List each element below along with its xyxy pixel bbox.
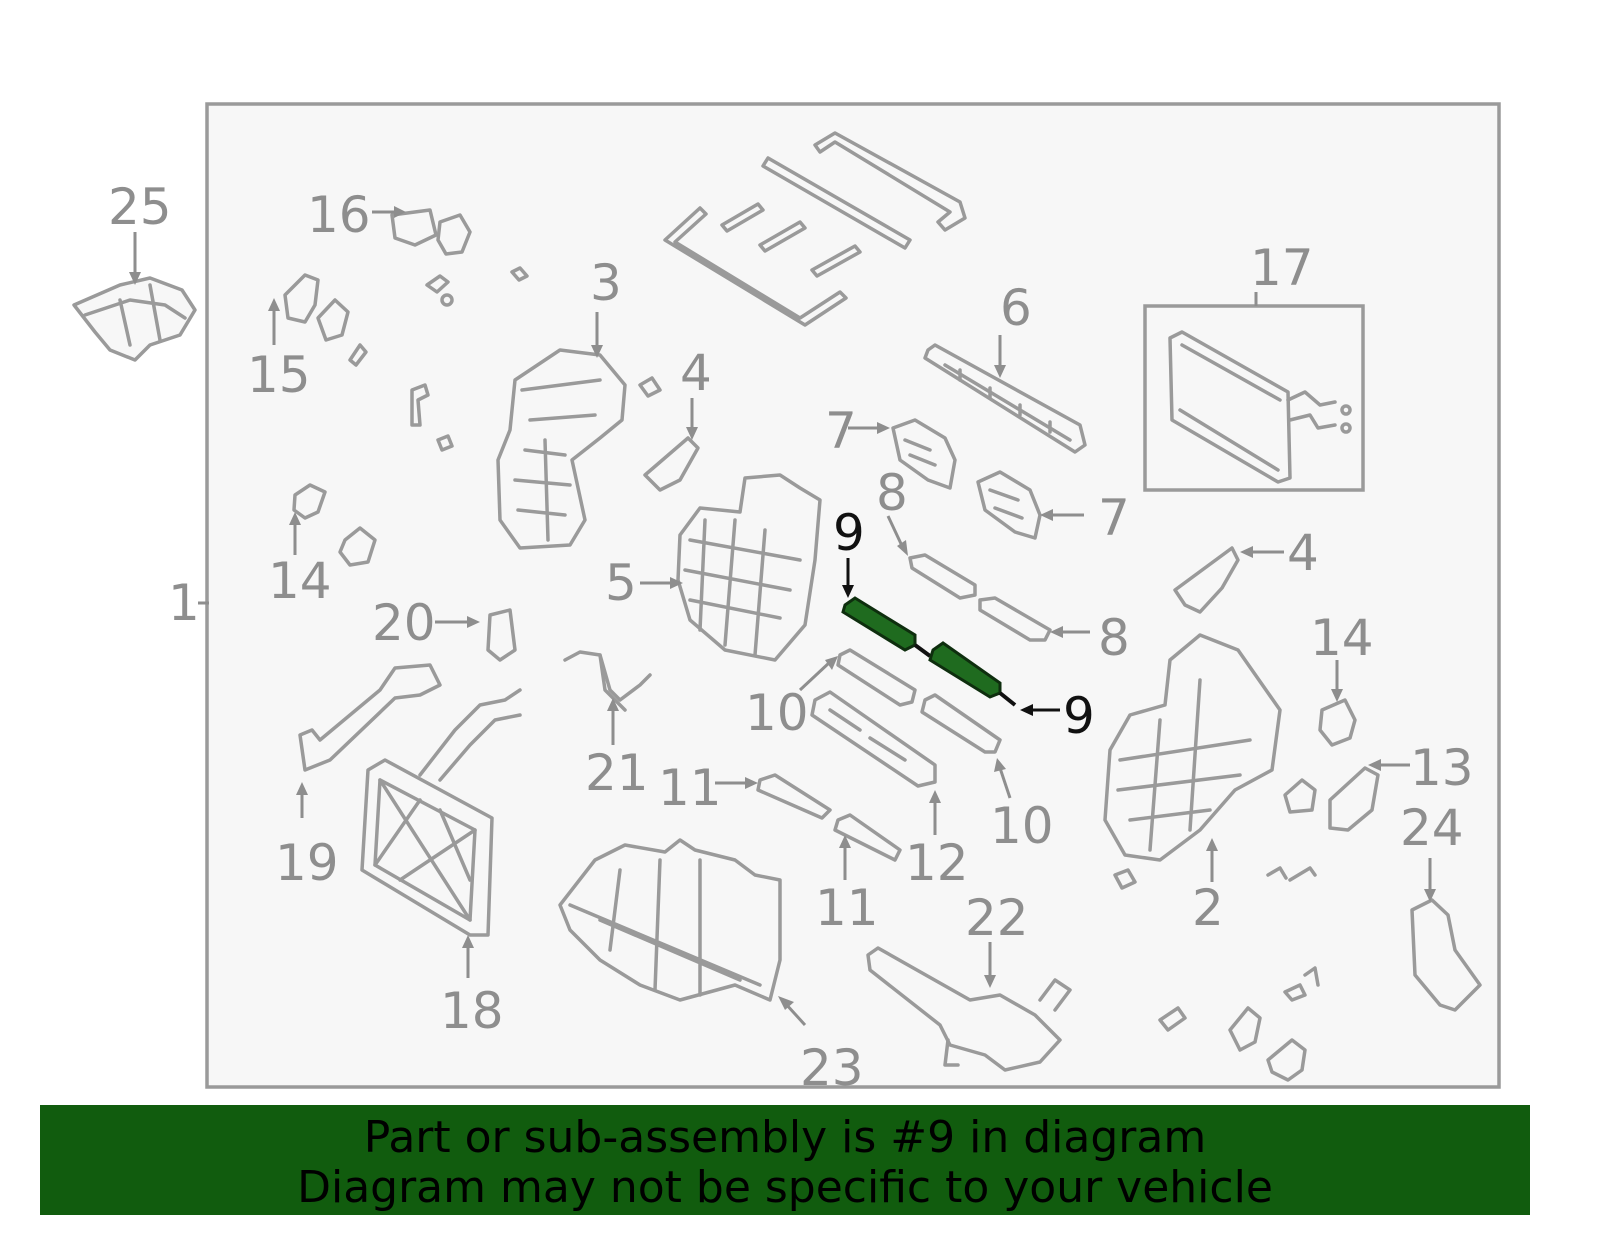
part-3-case-half — [496, 348, 627, 550]
part-seal-frames — [663, 131, 967, 327]
callout-11-bottom: 11 — [815, 879, 879, 937]
part-4-bracket-left — [643, 436, 700, 492]
part-23-lower-case — [558, 838, 782, 1002]
callout-9-right: 9 — [1063, 687, 1095, 745]
part-17-box — [1143, 304, 1365, 492]
callout-14-left: 14 — [268, 552, 332, 610]
callout-17: 17 — [1250, 239, 1314, 297]
banner-line-2: Diagram may not be specific to your vehi… — [297, 1162, 1273, 1213]
part-7-door-lower — [976, 470, 1042, 540]
part-18-heater-core — [360, 688, 522, 937]
callout-9-top: 9 — [833, 504, 865, 562]
callout-1: 1 — [168, 574, 200, 632]
callout-3: 3 — [590, 254, 622, 312]
part-16-actuator — [390, 208, 472, 256]
part-4-bracket-right — [1173, 546, 1240, 614]
callout-16: 16 — [307, 186, 371, 244]
callout-22: 22 — [965, 889, 1029, 947]
part-20-bracket — [486, 608, 517, 662]
part-13-actuator — [1283, 766, 1380, 832]
part-14-actuator-right — [1318, 698, 1357, 747]
callout-18: 18 — [440, 982, 504, 1040]
part-19-pipe — [298, 663, 442, 772]
callout-8-top: 8 — [876, 464, 908, 522]
part-7-door-upper — [891, 418, 957, 490]
part-24-duct — [1410, 898, 1482, 1012]
callout-8-right: 8 — [1098, 609, 1130, 667]
part-15-actuator — [283, 273, 368, 367]
part-2-case-right — [1103, 633, 1282, 862]
part-10-doors — [836, 648, 1002, 754]
callout-5: 5 — [605, 554, 637, 612]
part-misc-small — [1158, 966, 1320, 1082]
part-6-door — [923, 343, 1087, 454]
callout-12: 12 — [905, 834, 969, 892]
part-22-bracket — [866, 946, 1072, 1072]
callout-7-left: 7 — [825, 402, 857, 460]
diagram-frame — [205, 102, 1501, 1089]
part-11-links — [756, 773, 902, 862]
callout-13: 13 — [1410, 739, 1474, 797]
callout-4-left: 4 — [680, 344, 712, 402]
callout-4-right: 4 — [1287, 524, 1319, 582]
callout-11-left: 11 — [658, 759, 722, 817]
notice-banner: Part or sub-assembly is #9 in diagram Di… — [40, 1105, 1530, 1215]
callout-24: 24 — [1400, 799, 1464, 857]
callout-23: 23 — [800, 1039, 864, 1097]
part-17-evaporator — [1168, 330, 1352, 484]
part-12-door-assembly — [810, 690, 937, 788]
callout-10-left: 10 — [745, 684, 809, 742]
part-14-actuator-left — [292, 483, 377, 567]
callout-19: 19 — [275, 834, 339, 892]
callout-15: 15 — [247, 346, 311, 404]
callout-6: 6 — [1000, 279, 1032, 337]
callout-10-right: 10 — [990, 797, 1054, 855]
banner-line-1: Part or sub-assembly is #9 in diagram — [363, 1112, 1207, 1163]
callout-20: 20 — [372, 594, 436, 652]
callout-21: 21 — [585, 744, 649, 802]
callout-25: 25 — [108, 178, 172, 236]
callout-2: 2 — [1192, 879, 1224, 937]
part-21-harness — [563, 650, 652, 712]
part-9-highlighted-shafts — [841, 596, 1017, 707]
part-25-housing — [72, 276, 197, 362]
callout-14-right: 14 — [1310, 609, 1374, 667]
part-8-shafts — [908, 553, 1052, 642]
callout-7-right: 7 — [1098, 489, 1130, 547]
part-5-blower-case — [676, 473, 822, 662]
